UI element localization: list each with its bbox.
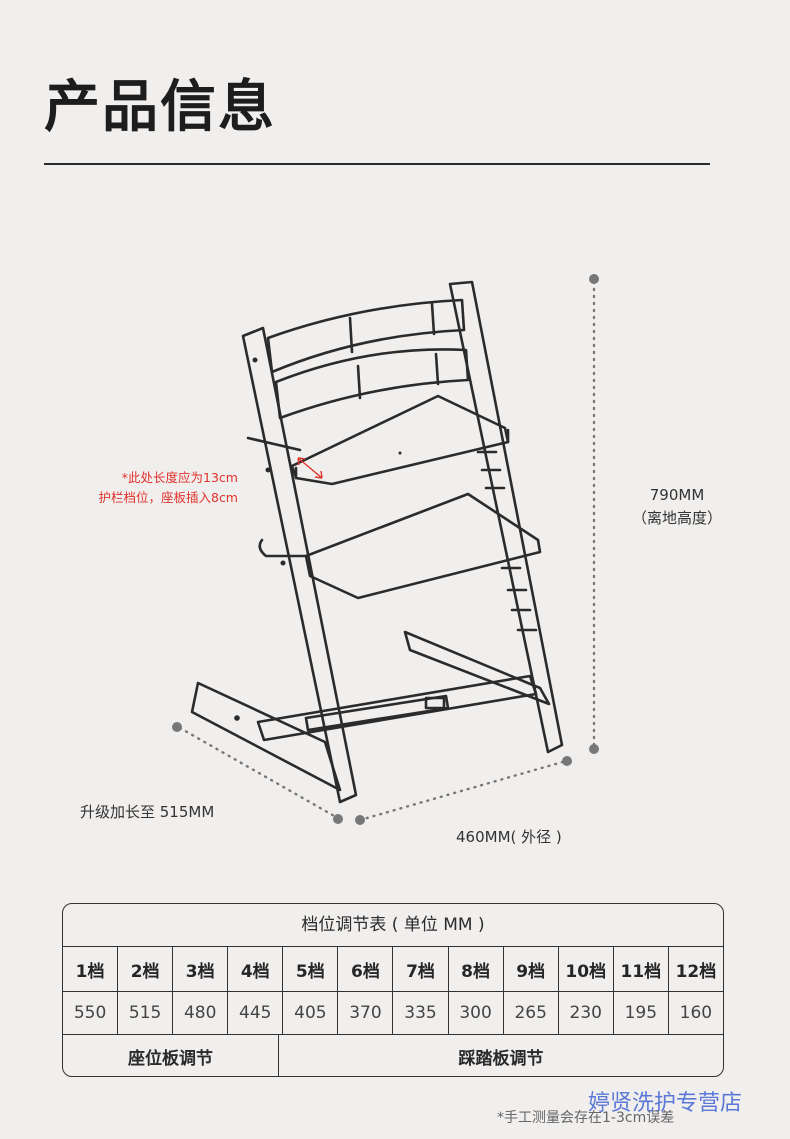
value-cell: 195 xyxy=(614,992,669,1034)
height-value: 790MM xyxy=(649,486,705,504)
gear-cell: 3档 xyxy=(173,947,229,991)
value-cell: 550 xyxy=(63,992,119,1034)
value-cell: 265 xyxy=(504,992,559,1034)
gear-row: 1档 2档 3档 4档 5档 6档 7档 8档 9档 10档 11档 12档 xyxy=(63,947,723,992)
width-dimension-line xyxy=(358,759,568,822)
value-row: 550 515 480 445 405 370 335 300 265 230 … xyxy=(63,992,723,1035)
gear-cell: 2档 xyxy=(118,947,174,991)
rear-skid xyxy=(403,630,551,706)
foot-adjust-label: 踩踏板调节 xyxy=(458,1049,544,1069)
value-cell: 515 xyxy=(118,992,174,1034)
gear-cell: 10档 xyxy=(559,947,614,991)
table-title: 档位调节表 ( 单位 MM ) xyxy=(63,904,723,947)
height-label: 790MM （离地高度） xyxy=(632,484,722,530)
value-cell: 480 xyxy=(173,992,229,1034)
value-cell: 405 xyxy=(283,992,339,1034)
gear-cell: 11档 xyxy=(614,947,669,991)
value-cell: 370 xyxy=(338,992,394,1034)
table-footer-row: 座位板调节 踩踏板调节 xyxy=(63,1035,723,1076)
value-cell: 300 xyxy=(449,992,504,1034)
value-cell: 230 xyxy=(559,992,614,1034)
front-skid xyxy=(190,681,342,792)
gear-cell: 8档 xyxy=(449,947,504,991)
shop-watermark: 婷贤洗护专营店 xyxy=(588,1091,743,1116)
foot-plate xyxy=(304,492,542,600)
back-rail-bottom xyxy=(274,348,470,420)
gear-cell: 6档 xyxy=(338,947,394,991)
gear-adjustment-table: 档位调节表 ( 单位 MM ) 1档 2档 3档 4档 5档 6档 7档 8档 … xyxy=(62,903,724,1077)
gear-cell: 12档 xyxy=(675,961,717,982)
page-title: 产品信息 xyxy=(44,75,276,140)
stretcher xyxy=(256,674,538,742)
height-desc: （离地高度） xyxy=(632,509,723,527)
rear-upright xyxy=(448,280,564,754)
seat-adjust-label: 座位板调节 xyxy=(63,1035,279,1076)
note-line-1: *此处长度应为13cm xyxy=(121,470,238,485)
gear-cell: 9档 xyxy=(504,947,559,991)
depth-dimension-line xyxy=(178,726,338,819)
depth-label: 升级加长至 515MM xyxy=(80,803,215,821)
title-divider xyxy=(44,163,710,165)
value-cell: 335 xyxy=(393,992,449,1034)
gear-cell: 5档 xyxy=(283,947,339,991)
measurement-disclaimer: *手工测量会存在1-3cm误差 xyxy=(497,1110,675,1126)
high-chair-drawing xyxy=(172,274,599,825)
value-cell: 445 xyxy=(228,992,284,1034)
value-cell: 160 xyxy=(679,1003,713,1023)
width-label: 460MM( 外径 ) xyxy=(456,828,562,846)
back-rail-top xyxy=(266,298,466,374)
seat-insert-note: *此处长度应为13cm 护栏档位，座板插入8cm xyxy=(66,468,238,508)
gear-cell: 1档 xyxy=(63,947,119,991)
note-line-2: 护栏档位，座板插入8cm xyxy=(98,490,238,505)
gear-cell: 7档 xyxy=(393,947,449,991)
gear-cell: 4档 xyxy=(228,947,284,991)
front-upright xyxy=(241,326,358,804)
